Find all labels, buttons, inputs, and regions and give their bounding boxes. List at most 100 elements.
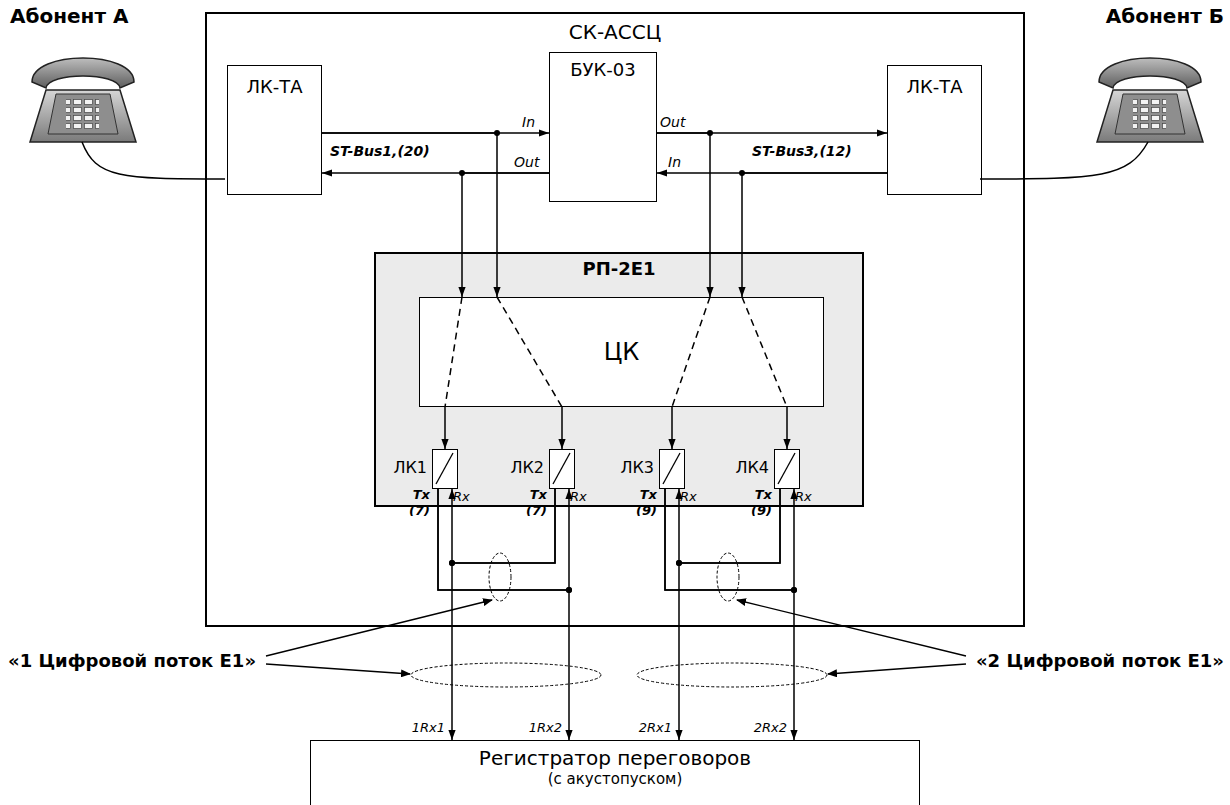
node-title: СК-АССЦ (569, 20, 662, 44)
signal-name: Rx (453, 489, 470, 505)
junction-dot (449, 560, 455, 566)
signal-name: Tx (755, 487, 772, 503)
signal-name: Tx (413, 487, 430, 503)
subscriber-label: Абонент А (10, 4, 128, 28)
connector-line (657, 133, 710, 297)
input-name: 2Rx1 (639, 720, 672, 736)
node-title: ЦК (604, 338, 640, 367)
telephone-icon (30, 58, 136, 142)
junction-dot (791, 587, 797, 593)
port-diagonal (550, 450, 574, 488)
leader-line (266, 600, 492, 656)
control-unit: БУК-03 (549, 52, 657, 202)
line-card: ЛК-ТА (887, 65, 982, 195)
junction-dot (566, 587, 572, 593)
connector-dashed (742, 297, 787, 407)
system-frame: СК-АССЦ ЛК-ТА БУК-03 ЛК-ТА РП-2Е1ЦК ЛК1 ЛК2 ЛК3… (205, 12, 1025, 627)
signal-name: Tx (530, 487, 547, 503)
junction-dot (676, 560, 682, 566)
stream-callout: «1 Цифровой поток Е1» (8, 650, 256, 672)
recorder-board: РП-2Е1ЦК ЛК1 ЛК2 ЛК3 ЛК4 (374, 252, 864, 507)
signal-connector (448, 489, 555, 740)
port-diagonal-line (436, 453, 453, 484)
connector-line (438, 489, 569, 590)
arrow-head (448, 730, 455, 740)
arrow-head (790, 730, 797, 740)
connector-line (679, 489, 780, 740)
arrow-head (738, 287, 745, 297)
junction-dot (739, 170, 745, 176)
phone-panel (1115, 94, 1185, 134)
port-diagonal-line (778, 453, 795, 484)
junction-dot (566, 587, 572, 593)
port-diagonal-line (553, 453, 570, 484)
arrow-head (657, 169, 667, 176)
bundle-ellipse (717, 553, 739, 601)
switch-core: ЦК (419, 297, 824, 407)
connector-dashed (497, 297, 562, 407)
node-title: ЛК3 (620, 458, 654, 477)
line-card: ЛК-ТА (227, 65, 322, 195)
arrow-head (877, 129, 887, 136)
line-port: ЛК1 (432, 449, 458, 489)
bus-name: ST-Bus3,(12) (752, 143, 852, 160)
signal-name: Rx (795, 489, 812, 505)
signal-connector (438, 489, 573, 740)
node-title: ЛК-ТА (906, 76, 962, 98)
junction-dot (707, 130, 713, 136)
signal-connector (738, 170, 887, 449)
bundle-ellipse (411, 663, 601, 687)
junction-dot (449, 560, 455, 566)
signal-name: Rx (680, 489, 697, 505)
port-diagonal (660, 450, 684, 488)
connector-line (322, 133, 497, 297)
junction-dot (459, 170, 465, 176)
arrow-head (441, 439, 448, 449)
port-diagonal-line (663, 453, 680, 484)
port-diagonal (775, 450, 799, 488)
node-title: ЛК4 (735, 458, 769, 477)
arrow-head (322, 169, 332, 176)
bundle-ellipse (637, 663, 827, 687)
channel-number: (9) (636, 503, 657, 519)
arrow-head (706, 287, 713, 297)
arrow-head (668, 439, 675, 449)
node-subtitle: (с акустопуском) (548, 770, 683, 788)
phone-handset (32, 58, 134, 88)
connector-line (462, 173, 549, 297)
connector-dashed (445, 297, 462, 407)
arrow-head (675, 730, 682, 740)
connector-dashed (672, 297, 710, 407)
node-title: РП-2Е1 (582, 258, 655, 280)
signal-connector (657, 130, 714, 449)
port-diagonal (433, 450, 457, 488)
arrow-head (493, 287, 500, 297)
leader-line (737, 600, 966, 656)
signal-connector (322, 130, 566, 449)
signal-connector (675, 489, 780, 740)
channel-number: (9) (751, 503, 772, 519)
arrow-head (565, 730, 572, 740)
junction-dot (676, 560, 682, 566)
node-title: ЛК2 (510, 458, 544, 477)
connector-line (452, 489, 555, 740)
connector-line (665, 489, 794, 740)
arrow-head (539, 129, 549, 136)
channel-number: (7) (526, 503, 547, 519)
leader-line (266, 664, 410, 674)
phone-body (30, 90, 136, 142)
phone-keypad (1133, 98, 1166, 130)
phone-handset (1099, 58, 1201, 88)
arrow-head (783, 439, 790, 449)
signal-connector (441, 170, 549, 449)
input-name: 1Rx2 (529, 720, 562, 736)
line-port: ЛК3 (659, 449, 685, 489)
node-title: Регистратор переговоров (479, 746, 751, 770)
port-name: Out (660, 114, 685, 131)
phone-line (82, 142, 225, 179)
input-name: 2Rx2 (754, 720, 787, 736)
connector-line (665, 489, 794, 590)
port-name: In (522, 114, 535, 131)
signal-name: Tx (640, 487, 657, 503)
